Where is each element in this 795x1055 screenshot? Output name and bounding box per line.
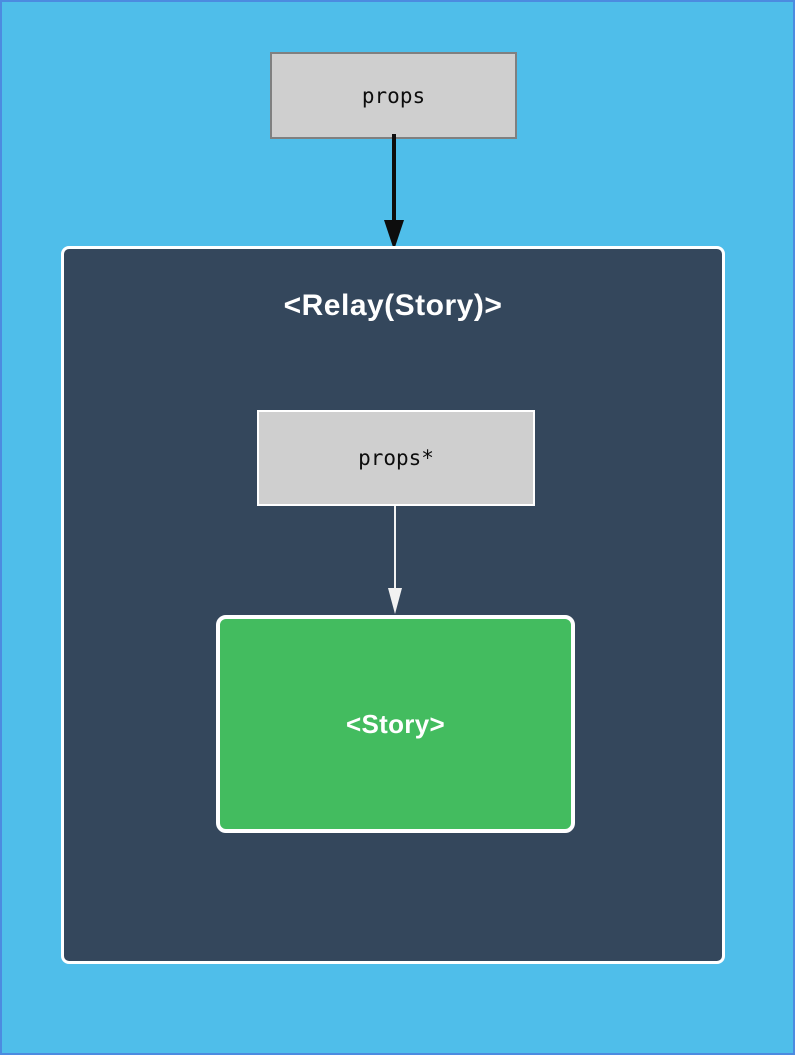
node-props-inner[interactable]: props* <box>257 410 535 506</box>
edge-innerprops-to-story-arrow <box>388 506 402 614</box>
node-props-outer[interactable]: props <box>270 52 517 139</box>
edge-innerprops-to-story-arrowhead <box>388 588 402 614</box>
node-props-inner-label: props* <box>358 446 434 470</box>
node-props-outer-label: props <box>361 83 426 108</box>
node-relay-container-label: <Relay(Story)> <box>283 289 503 322</box>
node-story-label: <Story> <box>346 708 445 739</box>
node-relay-container[interactable]: <Relay(Story)> props* <Story> <box>61 246 725 964</box>
node-story[interactable]: <Story> <box>216 615 575 833</box>
edge-props-to-relay-arrow <box>384 134 404 250</box>
